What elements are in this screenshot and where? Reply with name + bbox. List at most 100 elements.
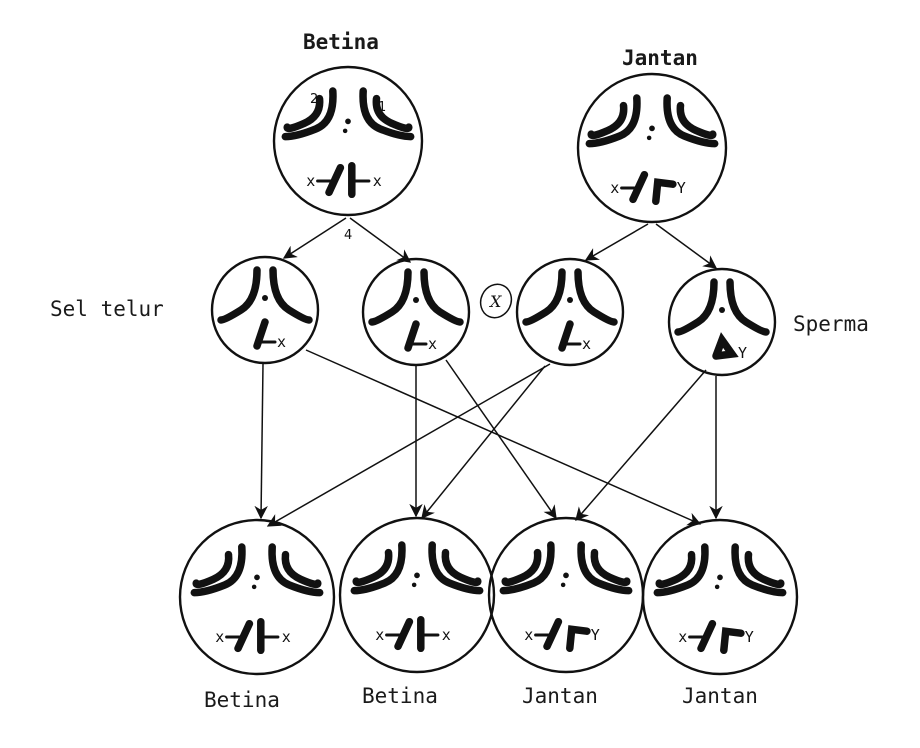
- sex-chromosome-label: x: [215, 628, 224, 646]
- arrow-male-to-sperm1: [584, 223, 649, 261]
- sex-chromosome-label: Y: [738, 344, 747, 362]
- dot-chromosome: [262, 295, 268, 301]
- sex-chromosome-label: x: [524, 626, 533, 644]
- sex-chromosome-label: x: [306, 172, 315, 190]
- arrow-egg2-to-offspring3: [445, 359, 557, 520]
- y-chromosome: [566, 625, 591, 653]
- chromosome: [587, 101, 628, 140]
- chromosome: [441, 548, 482, 587]
- cell-membrane: [361, 257, 471, 367]
- chromosome-number: 4: [344, 228, 352, 243]
- dot-chromosome: [411, 582, 417, 588]
- dot-chromosome: [567, 297, 573, 303]
- chromosome: [585, 94, 641, 148]
- dot-chromosome: [717, 574, 723, 581]
- chromosome: [744, 550, 785, 589]
- cell-membrane: [210, 255, 320, 365]
- dot-chromosome: [414, 572, 420, 579]
- cell-membrane: [272, 65, 424, 217]
- arrow-sperm1-to-offspring1: [266, 363, 551, 527]
- offspring-label-3: Jantan: [522, 684, 598, 708]
- chromosome: [428, 541, 484, 595]
- dot-chromosome: [719, 307, 725, 313]
- sex-chromosome-label: x: [277, 333, 286, 351]
- offspring-label-2: Betina: [362, 684, 438, 708]
- cell-membrane: [641, 518, 799, 676]
- chromosome: [350, 541, 406, 595]
- chromosome: [501, 548, 542, 587]
- cell-membrane: [178, 518, 336, 676]
- egg-cell: x: [210, 255, 320, 365]
- dot-chromosome: [251, 584, 257, 590]
- female-parent-label: Betina: [303, 30, 379, 54]
- chromosome-number: 2: [310, 92, 318, 107]
- sex-chromosome-label: x: [610, 179, 619, 197]
- offspring-label-1: Betina: [204, 688, 280, 712]
- chromosome: [283, 94, 324, 133]
- chromosome: [352, 548, 393, 587]
- chromosome: [731, 543, 787, 597]
- sex-chromosome-label: Y: [591, 626, 600, 644]
- arrow-egg1-to-offspring4: [305, 349, 702, 526]
- chromosome: [372, 94, 413, 133]
- arrow-female-to-egg1: [282, 217, 347, 259]
- chromosome: [281, 550, 322, 589]
- chromosome-number: 1: [378, 100, 386, 115]
- x-chromosome: [629, 170, 649, 204]
- arrow-egg1-to-offspring1: [254, 363, 268, 520]
- inheritance-arrows: [254, 217, 723, 527]
- male-parent-label: Jantan: [622, 46, 698, 70]
- x-chromosome: [558, 320, 574, 352]
- cell-membrane: [515, 257, 625, 367]
- y-chromosome: [652, 178, 677, 206]
- arrow-female-to-egg2: [349, 217, 412, 263]
- x-chromosome: [697, 619, 717, 653]
- chromosome: [676, 101, 717, 140]
- sex-chromosome-label: Y: [745, 628, 754, 646]
- dot-chromosome: [646, 135, 652, 141]
- x-chromosome: [234, 619, 254, 653]
- chromosome: [269, 266, 313, 324]
- circled-mark: X: [479, 283, 513, 319]
- sex-chromosome-label: x: [373, 172, 382, 190]
- sex-chromosome-label: Y: [677, 179, 686, 197]
- chromosome: [281, 87, 337, 141]
- chromosome: [663, 94, 719, 148]
- chromosome: [590, 548, 631, 587]
- x-chromosome: [404, 320, 420, 352]
- egg-cell: x: [361, 257, 471, 367]
- sex-chromosome-label: x: [375, 626, 384, 644]
- x-chromosome: [325, 163, 345, 197]
- dot-chromosome: [342, 128, 348, 134]
- arrow-sperm1-to-offspring2: [421, 365, 546, 520]
- sperm-cell: x: [515, 257, 625, 367]
- dot-chromosome: [560, 582, 566, 588]
- chromosome: [420, 268, 464, 326]
- dot-chromosome: [254, 574, 260, 581]
- chromosome: [674, 278, 718, 336]
- chromosome: [499, 541, 555, 595]
- x-chromosome: [543, 617, 563, 651]
- cell-membrane: [487, 516, 645, 674]
- cell-membrane: [576, 72, 728, 224]
- chromosome: [190, 543, 246, 597]
- dot-chromosome: [563, 572, 569, 579]
- sperm-label: Sperma: [793, 312, 869, 336]
- female-parent-cell: x x 2 1 4: [272, 65, 424, 243]
- chromosome: [655, 550, 696, 589]
- chromosome: [726, 278, 770, 336]
- mark-letter: X: [488, 292, 502, 311]
- sex-chromosome-label: x: [428, 335, 437, 353]
- chromosome: [577, 541, 633, 595]
- dot-chromosome: [413, 297, 419, 303]
- arrow-male-to-sperm2: [655, 223, 718, 269]
- mark-circle: [479, 283, 513, 319]
- sex-chromosome-label: x: [282, 628, 291, 646]
